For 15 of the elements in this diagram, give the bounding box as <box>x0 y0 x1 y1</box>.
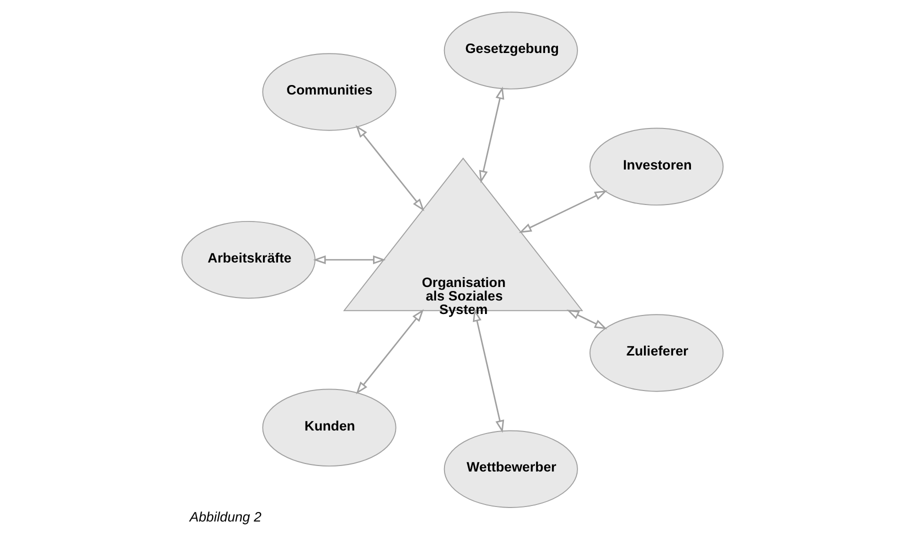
arrow <box>355 309 424 394</box>
node-ellipse: Zulieferer <box>589 314 724 392</box>
arrow <box>312 255 386 264</box>
arrow <box>472 308 504 433</box>
arrow <box>518 190 607 233</box>
caption: Abbildung 2 <box>189 509 261 524</box>
arrow <box>566 310 607 330</box>
node-ellipse: Kunden <box>262 388 396 467</box>
node-ellipse: Arbeitskräfte <box>180 220 315 299</box>
node-ellipse: Investoren <box>589 128 724 206</box>
node-ellipse: Wettbewerber <box>443 430 578 508</box>
arrow <box>355 125 424 212</box>
arrow <box>478 86 504 184</box>
node-ellipse: Communities <box>262 53 396 131</box>
node-ellipse: Gesetzgebung <box>443 12 578 90</box>
